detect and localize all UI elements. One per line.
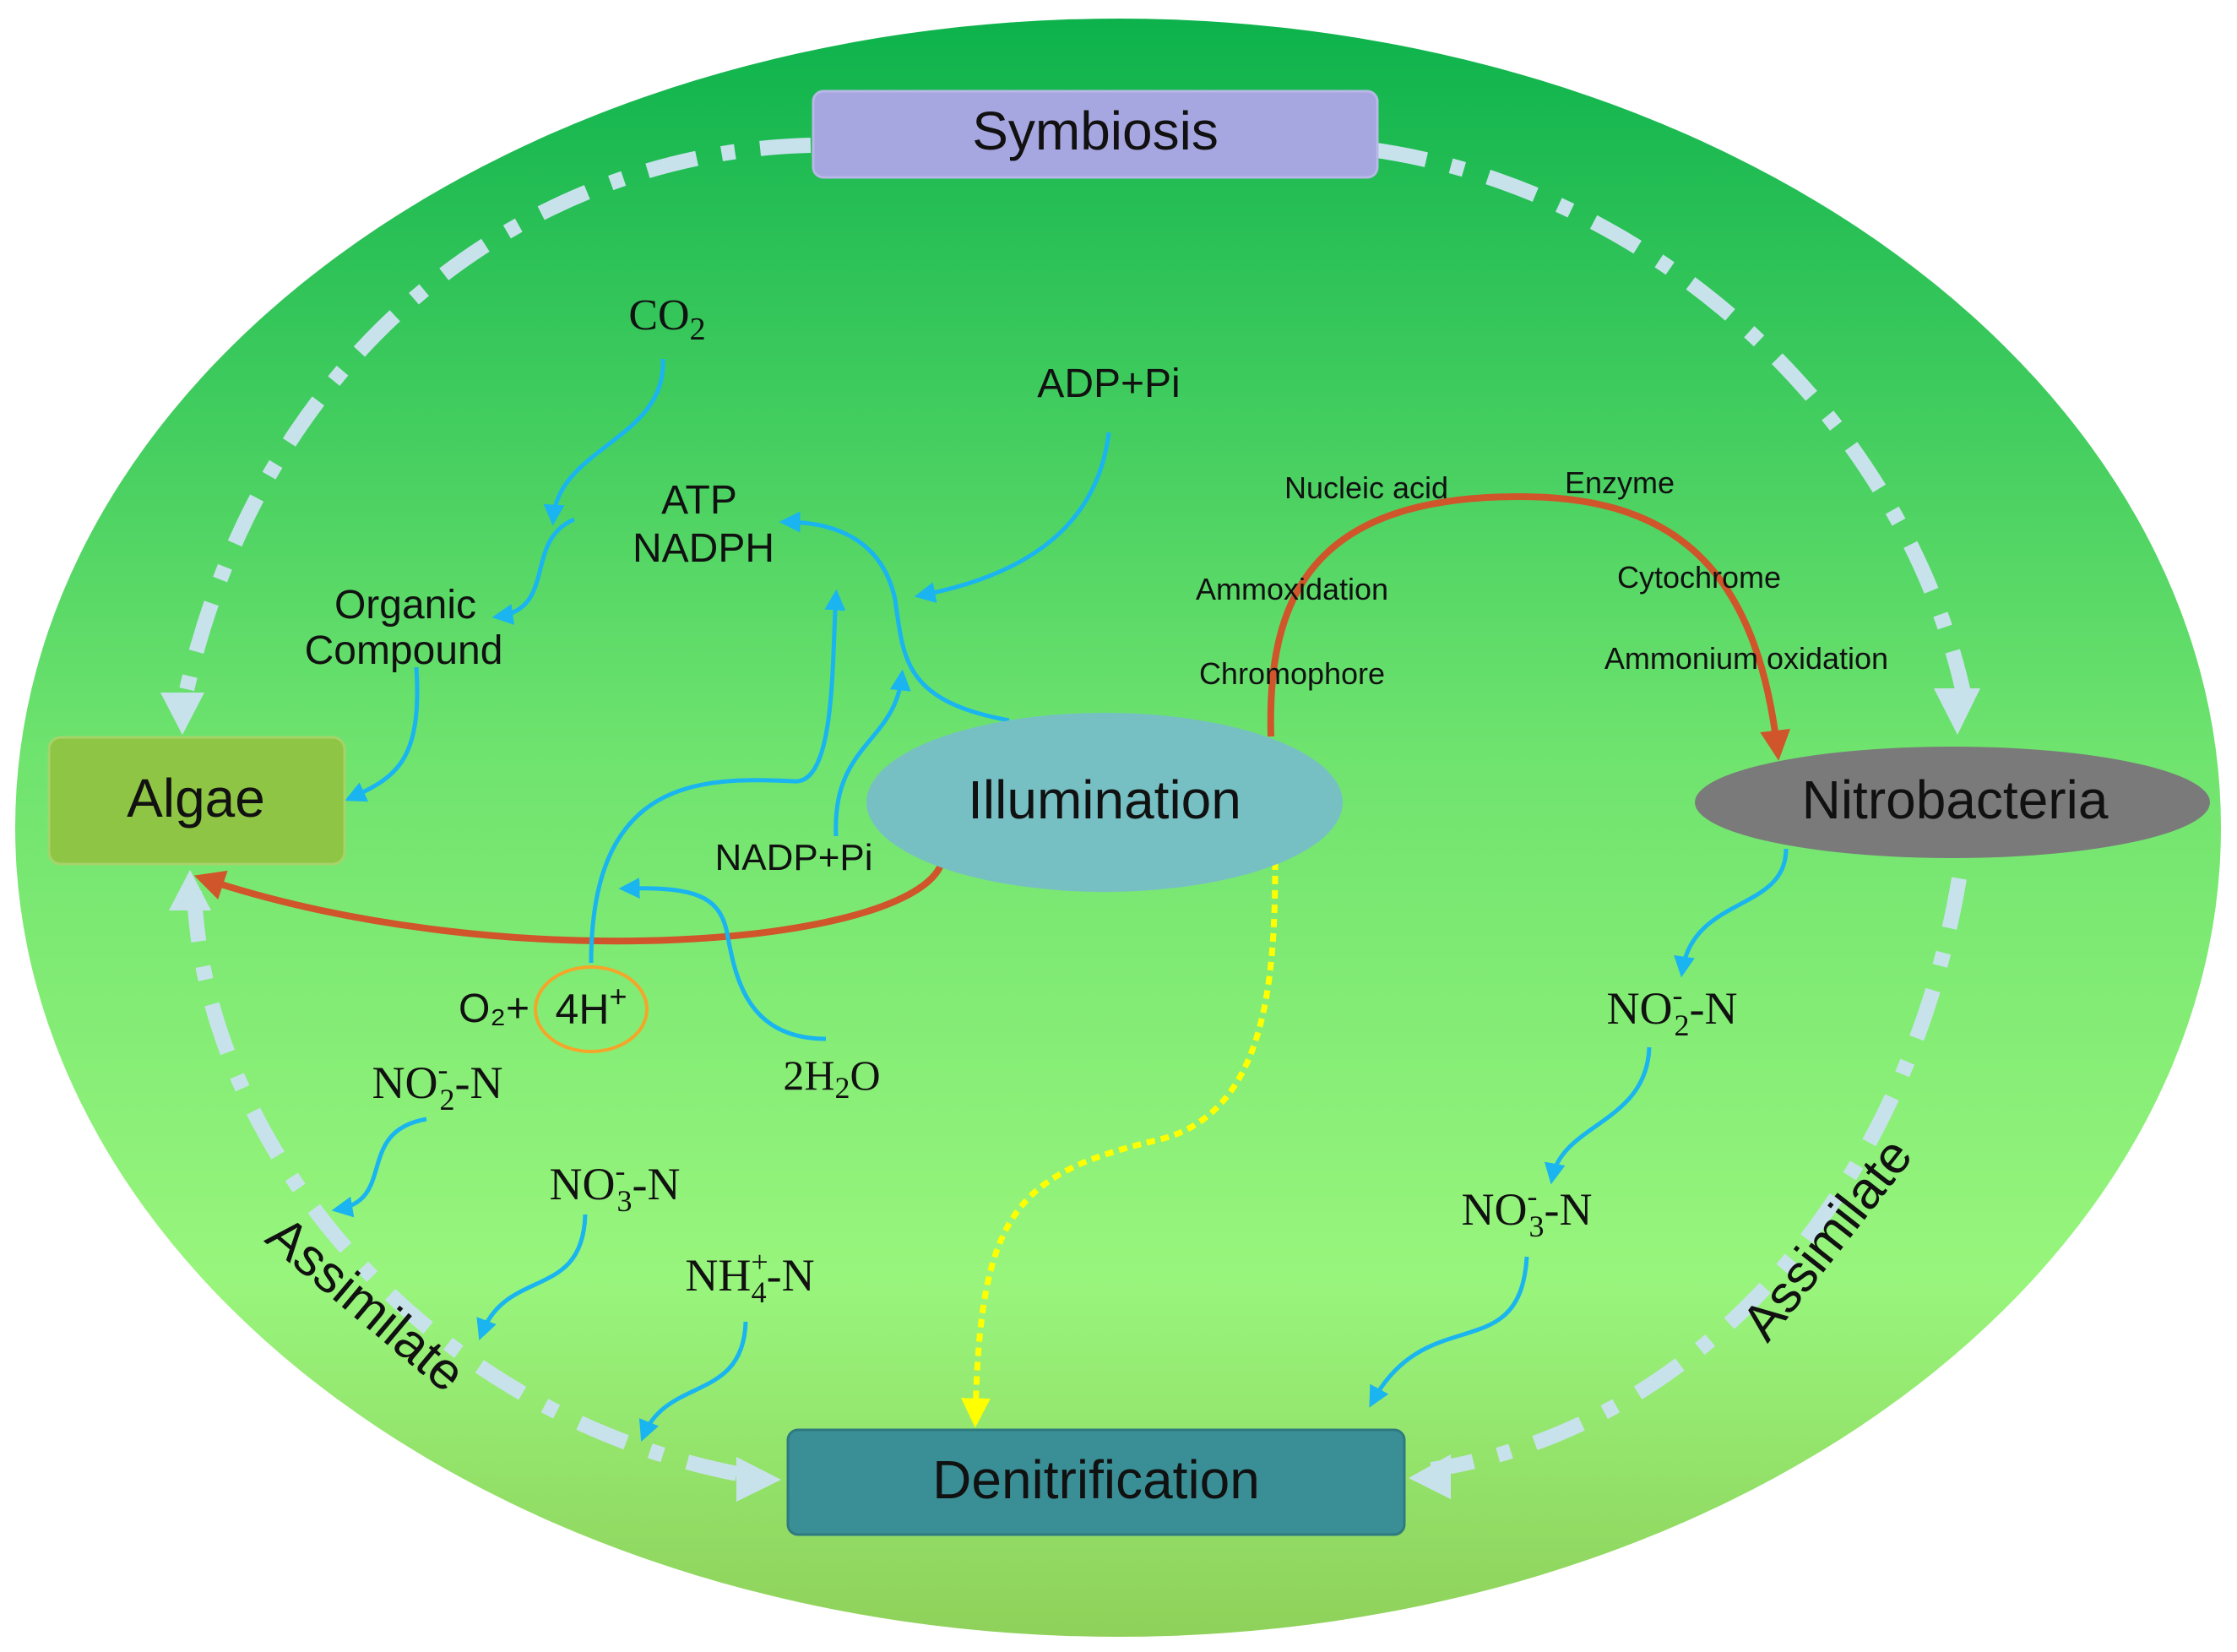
atp-label: ATP <box>661 478 737 523</box>
cycle-arrow-algae-bottom <box>169 870 211 910</box>
illumination-to-nitrobacteria-arrow <box>1267 492 1791 761</box>
ammonium-oxidation-label: Ammonium oxidation <box>1604 641 1888 676</box>
dashed-cycle <box>174 138 1975 1484</box>
symbiosis-node: Symbiosis <box>812 90 1379 179</box>
illumination-to-atp-arrow <box>779 511 1010 723</box>
left-no2-arrow <box>331 1117 427 1218</box>
organic-label-line1: Organic <box>334 583 476 628</box>
cycle-arrowheads <box>160 688 1980 1502</box>
left-nh4-arrow <box>638 1321 748 1442</box>
cycle-top-left <box>174 138 812 715</box>
illumination-to-denitrification-path <box>961 861 1279 1428</box>
illumination-label: Illumination <box>968 769 1241 830</box>
algae-label: Algae <box>127 768 265 829</box>
water-label: 2H2O <box>783 1052 880 1105</box>
cycle-bottom-right <box>1430 877 1967 1477</box>
nadph-label: NADPH <box>633 526 774 571</box>
cycle-top-right <box>1375 143 1975 715</box>
cycle-arrow-denit-right <box>1409 1454 1451 1499</box>
right-no2-to-no3-arrow <box>1544 1046 1652 1185</box>
right-no3-label: NO-3-N <box>1462 1179 1593 1243</box>
left-no2-label: NO-2-N <box>372 1052 503 1117</box>
adp-to-cycle-arrow <box>914 432 1111 603</box>
atp-to-organic-arrow <box>491 517 575 625</box>
algae-node: Algae <box>47 736 346 866</box>
right-no3-to-denit-arrow <box>1369 1256 1529 1408</box>
h-ion-circle <box>534 965 649 1053</box>
left-no3-arrow <box>476 1214 588 1341</box>
cycle-arrow-denit-left <box>736 1457 781 1502</box>
co2-to-atp-arrow <box>543 358 665 526</box>
chromophore-label: Chromophore <box>1199 656 1385 691</box>
nucleic-acid-label: Nucleic acid <box>1284 470 1448 505</box>
cycle-arrow-nitro <box>1934 688 1980 735</box>
co2-label: CO2 <box>628 291 705 347</box>
cycle-arrow-algae-top <box>160 693 204 735</box>
adp-pi-label: ADP+Pi <box>1037 361 1180 406</box>
illumination-to-algae-arrow <box>193 861 945 945</box>
illumination-node: Illumination <box>866 713 1343 892</box>
symbiosis-label: Symbiosis <box>972 101 1219 161</box>
nitrobacteria-label: Nitrobacteria <box>1802 769 2109 830</box>
denitrification-label: Denitrification <box>932 1449 1260 1510</box>
enzyme-label: Enzyme <box>1565 465 1675 500</box>
left-no3-label: NO-3-N <box>550 1154 681 1218</box>
nadp-pi-label: NADP+Pi <box>714 837 872 878</box>
h-to-atp-arrow <box>589 589 846 964</box>
nitro-to-no2-arrow <box>1674 848 1789 978</box>
h-ion-label: 4H+ <box>556 979 627 1033</box>
right-no2-label: NO-2-N <box>1607 978 1738 1042</box>
cytochrome-label: Cytochrome <box>1617 560 1781 595</box>
water-to-h-arrow <box>618 878 827 1041</box>
o2-label: O₂+ <box>459 986 529 1031</box>
denitrification-node: Denitrification <box>786 1428 1406 1536</box>
organic-to-algae-arrow <box>345 666 420 802</box>
ammoxidation-label: Ammoxidation <box>1196 572 1388 606</box>
left-nh4-label: NH+4-N <box>685 1245 814 1309</box>
nitrobacteria-node: Nitrobacteria <box>1695 747 2210 858</box>
nadp-to-cycle-arrow <box>833 669 911 837</box>
organic-label-line2: Compound <box>305 628 503 673</box>
cycle-bottom-left <box>187 890 753 1484</box>
